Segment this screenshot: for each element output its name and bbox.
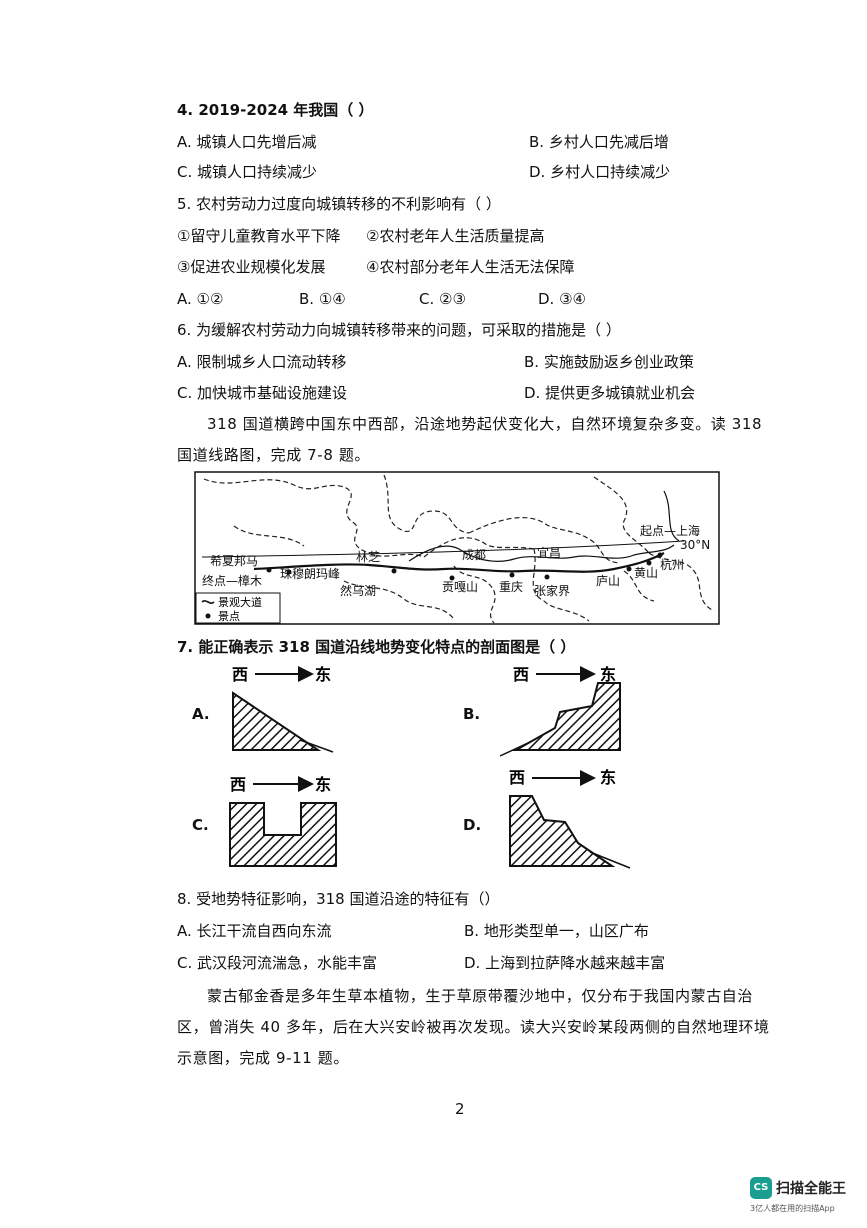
label-chongqing: 重庆 xyxy=(499,580,523,594)
profile-d: 西 东 xyxy=(509,768,631,869)
q4-option-d: D. 乡村人口持续减少 xyxy=(529,163,671,181)
q4-option-c: C. 城镇人口持续减少 xyxy=(177,163,318,181)
watermark-tagline: 3亿人都在用的扫描App xyxy=(750,1204,835,1213)
legend-spot: 景点 xyxy=(218,610,240,623)
label-zhangmu: 终点—樟木 xyxy=(202,573,262,588)
q6-option-a: A. 限制城乡人口流动转移 xyxy=(177,353,347,371)
profile-c-east: 东 xyxy=(315,775,331,794)
label-hangzhou: 杭州 xyxy=(660,557,684,572)
map-legend: 景观大道 景点 xyxy=(195,592,281,624)
profile-b-east: 东 xyxy=(600,665,616,684)
profile-c: 西 东 xyxy=(229,775,337,867)
profile-a-west: 西 xyxy=(232,665,248,684)
q8-option-c: C. 武汉段河流湍急，水能丰富 xyxy=(177,954,378,972)
q5-option-a: A. ①② xyxy=(177,290,224,308)
label-lushan: 庐山 xyxy=(596,573,620,588)
q5-item-4: ④农村部分老年人生活无法保障 xyxy=(366,258,575,276)
label-zhangjiajie: 张家界 xyxy=(534,583,570,598)
profile-b-west: 西 xyxy=(513,665,529,684)
scanner-watermark: CS 扫描全能王 3亿人都在用的扫描App xyxy=(750,1177,850,1217)
q5-item-1: ①留守儿童教育水平下降 xyxy=(177,227,341,245)
cs-logo-icon: CS xyxy=(750,1177,772,1199)
q6-option-c: C. 加快城市基础设施建设 xyxy=(177,384,348,402)
label-xixiabangma: 希夏邦马 xyxy=(210,553,258,568)
q8-option-d: D. 上海到拉萨降水越来越丰富 xyxy=(464,954,666,972)
label-zhumulangma: 珠穆朗玛峰 xyxy=(280,566,340,581)
label-gonggashan: 贡嘎山 xyxy=(442,580,478,594)
q4-option-b: B. 乡村人口先减后增 xyxy=(529,133,669,151)
profile-b: 西 东 xyxy=(499,665,621,757)
legend-road: 景观大道 xyxy=(218,595,262,609)
route-318-map: 希夏邦马 终点—樟木 珠穆朗玛峰 然乌湖 林芝 贡嘎山 成都 重庆 宜昌 张家界… xyxy=(194,471,720,625)
profile-d-west: 西 xyxy=(509,768,525,787)
q8-stem: 8. 受地势特征影响，318 国道沿途的特征有（） xyxy=(177,890,500,908)
q5-item-2: ②农村老年人生活质量提高 xyxy=(366,227,545,245)
intro-9-11: 蒙古郁金香是多年生草本植物，生于草原带覆沙地中，仅分布于我国内蒙古自治区，曾消失… xyxy=(177,987,770,1067)
q5-option-d: D. ③④ xyxy=(538,290,586,308)
q7-option-c: C. xyxy=(192,816,209,834)
q7-option-d: D. xyxy=(463,816,482,834)
intro-318: 318 国道横跨中国东中西部，沿途地势起伏变化大，自然环境复杂多变。读 318 … xyxy=(177,415,763,464)
label-ranwuhu: 然乌湖 xyxy=(340,583,376,598)
profile-a-east: 东 xyxy=(315,665,331,684)
q5-option-c: C. ②③ xyxy=(419,290,466,308)
label-shanghai: 起点—上海 xyxy=(640,523,700,538)
label-30n: 30°N xyxy=(680,538,710,552)
q8-option-b: B. 地形类型单一，山区广布 xyxy=(464,922,649,940)
q7-stem: 7. 能正确表示 318 国道沿线地势变化特点的剖面图是（ ） xyxy=(177,638,576,656)
q7-option-b: B. xyxy=(463,705,481,723)
label-linzhi: 林芝 xyxy=(356,549,380,564)
profile-d-east: 东 xyxy=(600,768,616,787)
profile-c-west: 西 xyxy=(230,775,246,794)
label-yichang: 宜昌 xyxy=(537,545,561,560)
q7-option-a: A. xyxy=(192,705,210,723)
q6-option-b: B. 实施鼓励返乡创业政策 xyxy=(524,353,694,371)
q5-item-3: ③促进农业规模化发展 xyxy=(177,258,326,276)
q6-option-d: D. 提供更多城镇就业机会 xyxy=(524,384,696,402)
q4-stem: 4. 2019-2024 年我国（ ） xyxy=(177,101,374,119)
q5-option-b: B. ①④ xyxy=(299,290,346,308)
q5-stem: 5. 农村劳动力过度向城镇转移的不利影响有（ ） xyxy=(177,195,501,213)
label-chengdu: 成都 xyxy=(462,548,486,562)
page-number: 2 xyxy=(455,1100,465,1118)
label-huangshan: 黄山 xyxy=(634,566,658,580)
q8-option-a: A. 长江干流自西向东流 xyxy=(177,922,332,940)
q4-option-a: A. 城镇人口先增后减 xyxy=(177,133,317,151)
watermark-brand: 扫描全能王 xyxy=(776,1181,846,1197)
q6-stem: 6. 为缓解农村劳动力向城镇转移带来的问题，可采取的措施是（ ） xyxy=(177,321,621,339)
profile-a: 西 东 xyxy=(232,665,334,753)
